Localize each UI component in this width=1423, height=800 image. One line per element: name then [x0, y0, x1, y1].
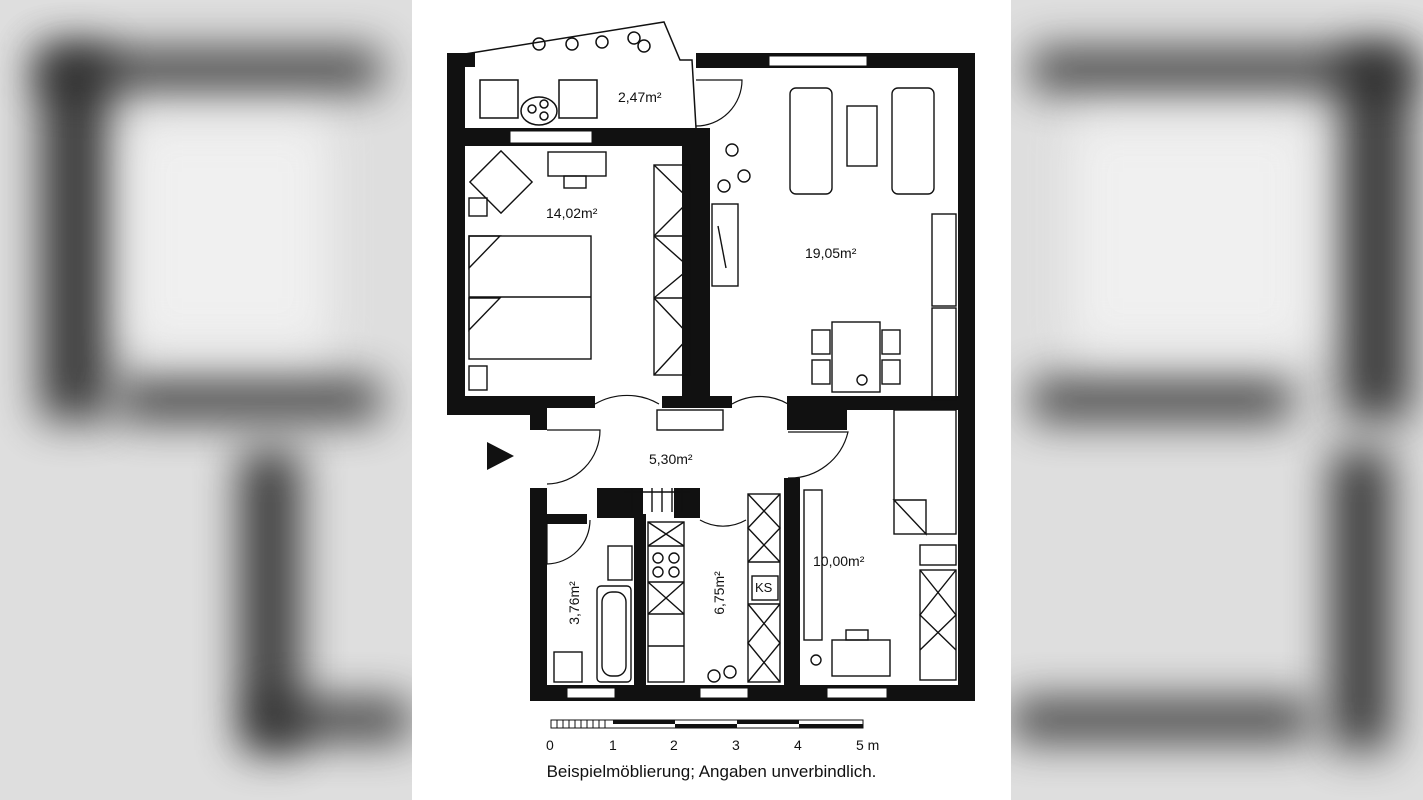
wall-bath-top [547, 514, 587, 524]
wall-kitchen-room [784, 478, 800, 685]
wall-living-hall [787, 396, 958, 410]
disclaimer-caption: Beispielmöblierung; Angaben unverbindlic… [546, 762, 877, 781]
doors [546, 79, 849, 565]
scale-tick-5: 5 m [856, 737, 880, 753]
room-area-label: 10,00m² [813, 553, 865, 569]
hall-furniture [624, 409, 724, 512]
wall-closet-right [674, 488, 700, 518]
entrance-arrow [487, 442, 514, 470]
bath-area-label: 3,76m² [565, 581, 582, 625]
wall-right [958, 53, 975, 701]
wall-left-lower [530, 488, 547, 701]
living-area-label: 19,05m² [805, 245, 857, 261]
blurred-background-right [1011, 0, 1423, 800]
blurred-background-left [0, 0, 412, 800]
wall-closet-left [597, 488, 643, 518]
kitchen-area-label: 6,75m² [710, 571, 727, 615]
windows [509, 55, 888, 699]
floor-plan-drawing [447, 21, 975, 729]
wall-bedroom-hall-2 [662, 396, 732, 408]
living-furniture [711, 87, 957, 401]
balcony [464, 21, 697, 129]
room-furniture [803, 409, 957, 681]
hall-area-label: 5,30m² [649, 451, 693, 467]
wall-bedroom-hall [465, 396, 595, 408]
bedroom-area-label: 14,02m² [546, 205, 598, 221]
scale-tick-0: 0 [546, 737, 554, 753]
bath-furniture [553, 545, 633, 683]
scale-tick-1: 1 [609, 737, 617, 753]
wall-living-stub [787, 410, 847, 430]
fridge-label: KS [755, 580, 773, 595]
balcony-area-label: 2,47m² [618, 89, 662, 105]
scale-bar [550, 719, 864, 729]
bedroom-furniture [468, 149, 692, 391]
floor-plan-sheet: 2,47m² 14,02m² 19,05m² 5,30m² 3,76m² 6,7… [412, 0, 1011, 800]
wall-bedroom-living [682, 128, 710, 398]
kitchen-furniture [647, 493, 781, 683]
wall-balcony-corner [447, 53, 475, 67]
scale-tick-3: 3 [732, 737, 740, 753]
wall-left-upper [447, 55, 465, 415]
wall-bath-kitchen [634, 514, 646, 685]
scale-tick-4: 4 [794, 737, 802, 753]
scale-tick-2: 2 [670, 737, 678, 753]
